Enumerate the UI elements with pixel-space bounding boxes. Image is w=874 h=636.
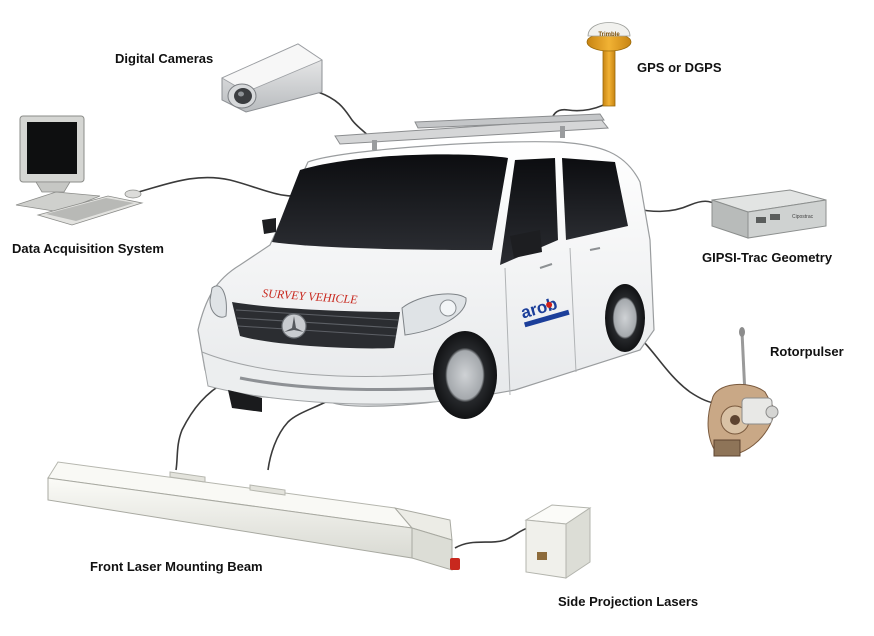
label-gipsi-trac-geometry: GIPSI-Trac Geometry <box>702 250 832 265</box>
label-data-acquisition-system: Data Acquisition System <box>12 241 164 256</box>
digital-camera-icon <box>222 44 322 112</box>
computer-icon <box>16 116 142 225</box>
label-rotorpulser: Rotorpulser <box>770 344 844 359</box>
cable-side-lasers <box>455 528 528 548</box>
label-gps: GPS or DGPS <box>637 60 722 75</box>
cable-beam-left <box>176 378 232 470</box>
rotorpulser-icon <box>708 327 778 456</box>
cable-beam-right <box>268 392 340 470</box>
side-projection-laser-icon <box>526 505 590 578</box>
cable-das <box>135 177 308 196</box>
front-wheel <box>433 331 497 419</box>
gps-brand-text: Trimble <box>598 32 620 38</box>
cable-cameras <box>318 92 372 140</box>
label-side-projection-lasers: Side Projection Lasers <box>558 594 698 609</box>
label-digital-cameras: Digital Cameras <box>115 51 213 66</box>
gps-antenna-icon: Trimble <box>587 23 631 107</box>
gipsi-brand-text: Cipostrac <box>792 214 814 220</box>
label-front-laser-mounting-beam: Front Laser Mounting Beam <box>90 559 263 574</box>
cable-rotor <box>640 338 722 403</box>
gipsi-trac-unit-icon: Cipostrac <box>712 190 826 238</box>
front-laser-beam-icon <box>48 462 460 570</box>
rear-wheel <box>605 284 645 352</box>
survey-van: SURVEY VEHICLE arob <box>198 114 654 419</box>
side-mirror-left <box>262 218 276 234</box>
windscreen <box>272 154 508 250</box>
